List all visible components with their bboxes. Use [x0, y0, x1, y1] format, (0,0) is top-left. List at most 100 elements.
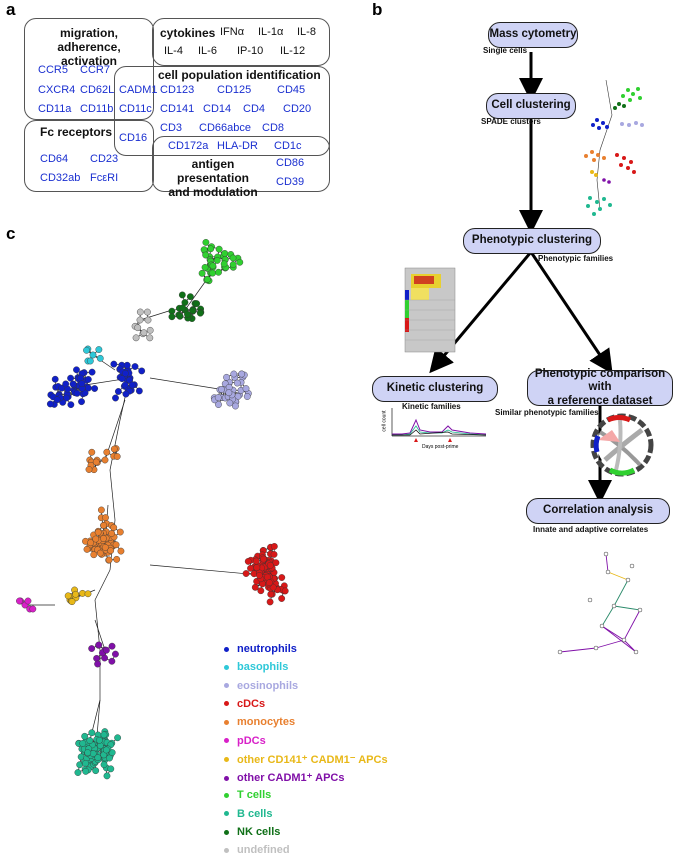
cdc-node — [252, 584, 258, 590]
legend-item: cDCs — [224, 698, 265, 710]
monocyte-node — [100, 535, 106, 541]
legend-item: basophils — [224, 661, 288, 673]
basophil-node — [83, 347, 89, 353]
legend-label: B cells — [237, 808, 272, 820]
neutrophil-node — [78, 398, 84, 404]
eosinophil-node — [218, 386, 224, 392]
apc-cd141-node — [69, 598, 75, 604]
cdc-node — [258, 588, 264, 594]
legend-label: monocytes — [237, 716, 295, 728]
b-cell-node — [108, 766, 114, 772]
t-cell-node — [221, 261, 227, 267]
legend-dot — [224, 720, 229, 725]
b-cell-node — [87, 737, 93, 743]
apc-cadm1-node — [96, 642, 102, 648]
monocyte-node — [104, 449, 110, 455]
monocyte-node — [111, 446, 117, 452]
apc-cadm1-node — [109, 658, 115, 664]
neutrophil-node — [54, 397, 60, 403]
neutrophil-node — [67, 375, 73, 381]
b-cell-node — [114, 735, 120, 741]
legend-dot — [224, 811, 229, 816]
monocyte-node — [118, 548, 124, 554]
nk-cell-node — [184, 311, 190, 317]
legend-item: eosinophils — [224, 680, 298, 692]
t-cell-node — [199, 270, 205, 276]
tree-edges — [19, 242, 285, 775]
monocyte-node — [107, 547, 113, 553]
neutrophil-node — [111, 361, 117, 367]
eosinophil-node — [232, 403, 238, 409]
cdc-node — [271, 543, 277, 549]
monocyte-node — [113, 542, 119, 548]
t-cell-node — [214, 257, 220, 263]
legend-label: neutrophils — [237, 643, 297, 655]
b-cell-node — [101, 732, 107, 738]
legend-item: T cells — [224, 789, 271, 801]
t-cell-node — [204, 276, 210, 282]
monocyte-node — [87, 540, 93, 546]
legend-label: cDCs — [237, 698, 265, 710]
neutrophil-node — [68, 401, 74, 407]
monocyte-node — [102, 457, 108, 463]
neutrophil-node — [115, 388, 121, 394]
undefined-node — [133, 335, 139, 341]
neutrophil-node — [112, 395, 118, 401]
legend-dot — [224, 793, 229, 798]
t-cell-node — [203, 239, 209, 245]
neutrophil-node — [123, 391, 129, 397]
neutrophil-node — [73, 367, 79, 373]
legend-label: NK cells — [237, 826, 280, 838]
legend-dot — [224, 647, 229, 652]
basophil-node — [90, 352, 96, 358]
undefined-node — [141, 330, 147, 336]
cdc-node — [256, 572, 262, 578]
t-cell-node — [208, 246, 214, 252]
monocyte-node — [117, 529, 123, 535]
t-cell-node — [202, 252, 208, 258]
t-cell-node — [237, 259, 243, 265]
neutrophil-node — [52, 376, 58, 382]
eosinophil-node — [238, 371, 244, 377]
legend-dot — [224, 738, 229, 743]
cdc-node — [268, 591, 274, 597]
cdc-node — [253, 558, 259, 564]
cdc-node — [271, 551, 277, 557]
b-cell-node — [89, 730, 95, 736]
legend-label: other CD141⁺ CADM1⁻ APCs — [237, 754, 388, 766]
t-cell-node — [210, 263, 216, 269]
pdc-node — [30, 606, 36, 612]
legend-label: pDCs — [237, 735, 266, 747]
b-cell-node — [75, 769, 81, 775]
apc-cadm1-node — [94, 661, 100, 667]
legend-label: basophils — [237, 661, 288, 673]
eosinophil-node — [244, 393, 250, 399]
eosinophil-node — [226, 390, 232, 396]
neutrophil-node — [138, 368, 144, 374]
neutrophil-node — [129, 382, 135, 388]
neutrophil-node — [89, 369, 95, 375]
monocyte-node — [84, 546, 90, 552]
neutrophil-node — [74, 390, 80, 396]
t-cell-node — [215, 269, 221, 275]
legend-item: monocytes — [224, 716, 295, 728]
b-cell-node — [83, 768, 89, 774]
legend-item: NK cells — [224, 826, 280, 838]
apc-cd141-node — [72, 591, 78, 597]
legend-dot — [224, 776, 229, 781]
eosinophil-node — [243, 385, 249, 391]
undefined-node — [147, 327, 153, 333]
legend-dot — [224, 665, 229, 670]
nk-cell-node — [177, 313, 183, 319]
cdc-node — [278, 595, 284, 601]
apc-cadm1-node — [88, 645, 94, 651]
t-cell-node — [222, 250, 228, 256]
monocyte-node — [89, 449, 95, 455]
b-cell-node — [82, 760, 88, 766]
undefined-node — [144, 309, 150, 315]
eosinophil-node — [223, 374, 229, 380]
monocyte-node — [100, 522, 106, 528]
cdc-node — [260, 556, 266, 562]
cdc-node — [247, 565, 253, 571]
